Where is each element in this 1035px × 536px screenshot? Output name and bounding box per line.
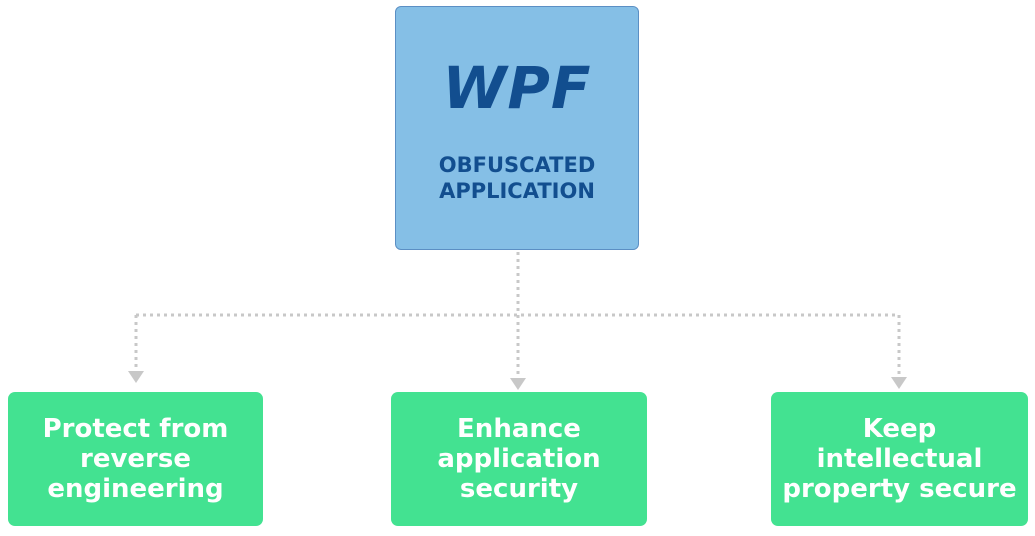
root-title: WPF <box>442 54 592 122</box>
leaf-label: Enhance application security <box>437 414 601 504</box>
root-node: WPF OBFUSCATED APPLICATION <box>395 6 639 250</box>
left-arrowhead-icon <box>128 371 144 383</box>
leaf-label: Keep intellectual property secure <box>782 414 1017 504</box>
center-arrowhead-icon <box>510 378 526 390</box>
root-subtitle: OBFUSCATED APPLICATION <box>438 153 596 203</box>
right-arrowhead-icon <box>891 377 907 389</box>
leaf-node-keep: Keep intellectual property secure <box>771 392 1028 526</box>
leaf-label: Protect from reverse engineering <box>42 414 229 504</box>
leaf-node-protect: Protect from reverse engineering <box>8 392 263 526</box>
leaf-node-enhance: Enhance application security <box>391 392 647 526</box>
